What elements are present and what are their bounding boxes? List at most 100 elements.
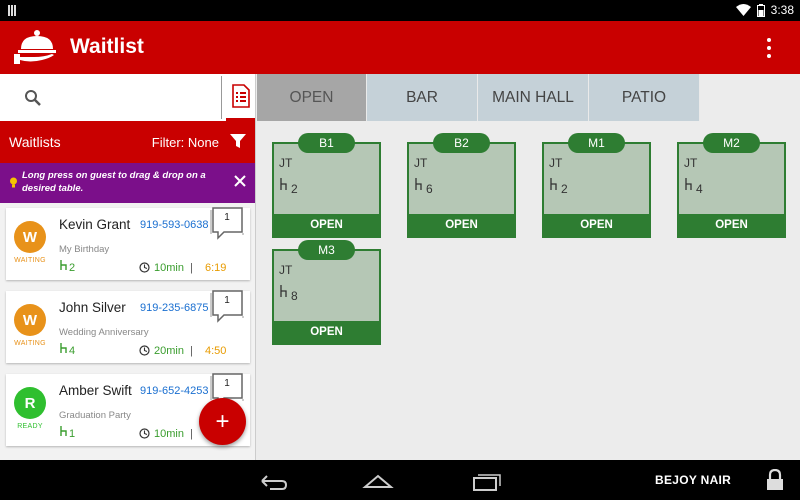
home-icon[interactable] [362,470,394,492]
search-bar [0,74,255,121]
guest-wait-time: 10min [154,262,184,274]
guest-note: My Birthday [59,244,110,255]
guest-avatar: R [14,387,46,419]
guest-separator: | [190,345,193,357]
tab-open[interactable]: OPEN [257,74,367,121]
guest-phone[interactable]: 919-235-6875 [140,302,209,314]
lock-icon[interactable] [766,469,784,491]
chair-icon [60,260,67,270]
tab-main-hall[interactable]: MAIN HALL [478,74,589,121]
guest-name: Amber Swift [59,383,132,398]
clock-icon [139,428,150,439]
close-icon[interactable] [232,173,248,189]
table-server: JT [549,156,563,170]
app-title: Waitlist [70,35,144,58]
hint-banner: Long press on guest to drag & drop on a … [0,163,255,203]
filter-label[interactable]: Filter: None [151,135,219,150]
notification-icon [8,5,19,16]
guest-card[interactable]: W WAITING Kevin Grant 919-593-0638 My Bi… [6,206,250,280]
guest-wait-time: 20min [154,345,184,357]
cloche-icon [14,30,56,64]
guest-note: Wedding Anniversary [59,327,149,338]
guest-separator: | [190,428,193,440]
list-icon [232,84,250,108]
table-seats: 2 [291,182,298,196]
message-count: 1 [224,212,230,223]
table-card[interactable]: M1 JT 2 OPEN [542,133,651,238]
waitlist-header: Waitlists Filter: None [0,121,255,163]
table-label: B2 [433,133,490,153]
guest-note: Graduation Party [59,410,131,421]
guest-eta: 6:19 [205,262,227,274]
table-status: OPEN [679,214,784,236]
guest-party-size: 4 [69,345,76,357]
guest-party-size: 1 [69,428,76,440]
filter-icon[interactable] [230,133,246,149]
table-status: OPEN [274,214,379,236]
table-card[interactable]: M2 JT 4 OPEN [677,133,786,238]
section-tabs: OPEN BAR MAIN HALL PATIO [257,74,800,121]
chair-icon [550,178,557,190]
back-icon[interactable] [256,470,288,492]
message-count: 1 [224,378,230,389]
table-card[interactable]: B2 JT 6 OPEN [407,133,516,238]
guest-party-size: 2 [69,262,76,274]
guest-card[interactable]: W WAITING John Silver 919-235-6875 Weddi… [6,289,250,363]
chair-icon [280,178,287,190]
hint-text: Long press on guest to drag & drop on a … [22,170,206,194]
guest-avatar: W [14,304,46,336]
battery-icon [756,3,765,17]
chair-icon [60,426,67,436]
table-seats: 6 [426,182,433,196]
guest-name: John Silver [59,300,126,315]
table-card[interactable]: B1 JT 2 OPEN [272,133,381,238]
chair-icon [415,178,422,190]
table-server: JT [279,263,293,277]
table-seats: 8 [291,289,298,303]
tab-patio[interactable]: PATIO [589,74,700,121]
guest-eta: 4:50 [205,345,227,357]
table-status: OPEN [409,214,514,236]
waitlist-title: Waitlists [9,134,61,150]
table-card[interactable]: M3 JT 8 OPEN [272,240,381,345]
add-guest-button[interactable]: + [199,398,246,445]
message-icon[interactable] [208,206,246,240]
guest-phone[interactable]: 919-593-0638 [140,219,209,231]
table-seats: 4 [696,182,703,196]
table-server: JT [414,156,428,170]
table-seats: 2 [561,182,568,196]
search-input[interactable] [52,84,217,112]
clock-icon [139,262,150,273]
message-icon[interactable] [208,289,246,323]
search-divider [221,76,222,119]
table-server: JT [684,156,698,170]
guest-name: Kevin Grant [59,217,131,232]
lightbulb-icon [10,177,17,188]
message-count: 1 [224,295,230,306]
list-view-button[interactable] [226,74,255,121]
table-server: JT [279,156,293,170]
table-status: OPEN [274,321,379,343]
clock-icon [139,345,150,356]
status-clock: 3:38 [770,3,794,17]
table-label: M3 [298,240,355,260]
chair-icon [280,285,287,297]
table-label: M2 [703,133,760,153]
navigation-bar: BEJOY NAIR [0,460,800,500]
guest-avatar: W [14,221,46,253]
tab-bar[interactable]: BAR [367,74,478,121]
guest-status: WAITING [14,340,46,347]
chair-icon [685,178,692,190]
table-grid: B1 JT 2 OPEN B2 JT 6 OPEN M1 JT 2 OPEN M… [257,121,800,460]
chair-icon [60,343,67,353]
overflow-menu-icon[interactable] [766,38,772,58]
recent-apps-icon[interactable] [470,470,502,492]
status-bar: 3:38 [0,0,800,21]
guest-separator: | [190,262,193,274]
guest-phone[interactable]: 919-652-4253 [140,385,209,397]
table-label: B1 [298,133,355,153]
user-name[interactable]: BEJOY NAIR [655,473,732,487]
wifi-icon [735,4,751,16]
guest-status: READY [17,423,43,430]
table-status: OPEN [544,214,649,236]
